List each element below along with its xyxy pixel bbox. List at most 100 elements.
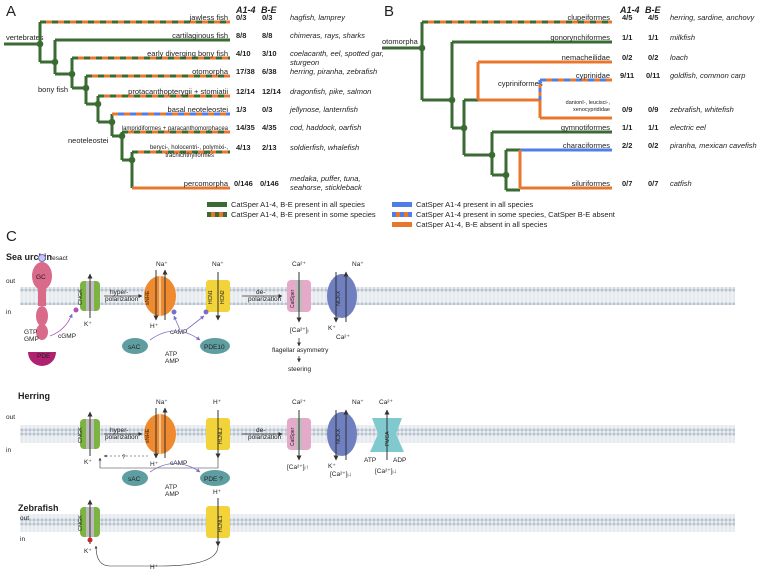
herring-amp: AMP: [165, 491, 179, 498]
zebrafish-hcnl1: HCNL1: [218, 515, 224, 532]
b-taxon: siluriformes: [572, 179, 611, 188]
zebrafish-h: H⁺: [213, 489, 222, 496]
b-taxon: nemacheilidae: [562, 53, 610, 62]
b-count-b: 0/2: [648, 141, 658, 150]
a-examples: medaka, puffer, tuna,: [290, 174, 360, 183]
urchin-gmp: GMP: [24, 336, 39, 343]
b-header-a14: A1-4: [619, 5, 640, 15]
resact-ligand: [38, 254, 46, 262]
urchin-ca: Ca²⁺: [292, 261, 306, 268]
b-taxon: gymnotiformes: [561, 123, 610, 132]
sac-enzyme: [122, 470, 148, 486]
b-count-a: 1/1: [622, 33, 632, 42]
b-count-b: 0/11: [646, 71, 660, 80]
zebrafish-cngk: CNGK: [78, 515, 84, 531]
urchin-flagellar: flagellar asymmetry: [272, 347, 329, 354]
a-examples: jellynose, lanternfish: [289, 105, 358, 114]
herring-ca: Ca²⁺: [292, 399, 306, 406]
herring-atp: ATP: [364, 457, 376, 464]
b-count-a: 0/2: [622, 53, 632, 62]
pde-enzyme: [28, 352, 56, 366]
membrane: [20, 514, 735, 532]
a-node-neo: neoteleostei: [68, 136, 109, 145]
b-examples: catfish: [670, 179, 692, 188]
b-examples: herring, sardine, anchovy: [670, 13, 755, 22]
b-examples: loach: [670, 53, 688, 62]
out-label: out: [6, 414, 15, 421]
herring-sac: sAC: [128, 476, 141, 483]
gc-label: GC: [36, 274, 46, 281]
urchin-hyper: hyper-: [110, 289, 128, 296]
legend-item: CatSper A1-4 present in some species, Ca…: [416, 210, 616, 219]
herring-nckx: NCKX: [336, 428, 342, 444]
a-examples-2: seahorse, stickleback: [290, 183, 363, 192]
herring-cngk: CNGK: [78, 427, 84, 443]
a-count-a: 1/3: [236, 105, 246, 114]
herring-cai-down2: [Ca²⁺]ᵢ↓: [375, 468, 397, 475]
membrane: [20, 287, 735, 305]
in-label: in: [20, 536, 25, 543]
nckx-exchanger: [327, 274, 357, 318]
a-taxon: lampridiformes + paracanthomorphacea: [122, 126, 229, 132]
herring-title: Herring: [18, 391, 50, 401]
urchin-hcn2: HCN2: [220, 290, 226, 304]
herring-atp2: ATP: [165, 484, 177, 491]
b-examples: piranha, mexican cavefish: [669, 141, 757, 150]
a-count-a: 12/14: [236, 87, 256, 96]
b-count-a: 2/2: [622, 141, 632, 150]
urchin-sac: sAC: [128, 344, 141, 351]
b-examples: milkfish: [670, 33, 695, 42]
zebrafish-k: K⁺: [84, 548, 92, 555]
b-count-b: 1/1: [648, 123, 658, 132]
urchin-k2: K⁺: [328, 325, 336, 332]
legend-item: CatSper A1-4, B-E present in some specie…: [231, 210, 376, 219]
urchin-hyper-pol: polarization: [105, 296, 139, 303]
herring-snhe: sNHE: [145, 428, 151, 443]
herring-hyper-pol: polarization: [105, 434, 139, 441]
herring-k2: K⁺: [328, 463, 336, 470]
panel-label-c: C: [6, 228, 17, 245]
panel-a-tree: A1-4 B-E vertebrates bony fish neotel: [4, 5, 277, 190]
b-examples: electric eel: [670, 123, 706, 132]
a-count-a: 0/146: [234, 179, 253, 188]
a-count-a: 8/8: [236, 31, 246, 40]
a-examples: hagfish, lamprey: [290, 13, 346, 22]
pde10-enzyme: [200, 338, 230, 354]
herring-na: Na⁺: [156, 399, 168, 406]
urchin-snhe: sNHE: [145, 290, 151, 305]
herring-na2: Na⁺: [352, 399, 364, 406]
b-node-cypr: cypriniformes: [498, 79, 543, 88]
panel-a-rows: jawless fish 0/3 0/3 hagfish, lamprey ca…: [122, 13, 384, 192]
a-count-b: 6/38: [262, 67, 277, 76]
legend-item: CatSper A1-4, B-E absent in all species: [416, 220, 548, 229]
a-header-be: B-E: [261, 5, 277, 15]
a-node-bony: bony fish: [38, 85, 68, 94]
urchin-h: H⁺: [150, 323, 159, 330]
a-examples: herring, piranha, zebrafish: [290, 67, 377, 76]
panel-b-rows: clupeiformes 4/5 4/5 herring, sardine, a…: [550, 13, 756, 188]
nckx-exchanger: [327, 412, 357, 456]
a-count-b: 0/146: [260, 179, 279, 188]
a-taxon: cartilaginous fish: [172, 31, 228, 40]
urchin-nckx: NCKX: [336, 290, 342, 306]
a-root-label: vertebrates: [6, 33, 44, 42]
b-count-b: 0/9: [648, 105, 658, 114]
b-examples: zebrafish, whitefish: [669, 105, 734, 114]
out-label: out: [6, 278, 15, 285]
a-taxon: beryci-, holocentri-, polymixi-,: [150, 145, 228, 151]
a-examples: dragonfish, pike, salmon: [290, 87, 371, 96]
b-count-a: 0/9: [622, 105, 632, 114]
urchin-atp: ATP: [165, 351, 177, 358]
herring-h: H⁺: [150, 461, 159, 468]
urchin-na2: Na⁺: [352, 261, 364, 268]
urchin-hcn1: HCN1: [208, 290, 214, 304]
b-header-be: B-E: [645, 5, 661, 15]
b-taxon: danionI-, leucisci-,: [566, 100, 611, 106]
urchin-amp: AMP: [165, 358, 179, 365]
zebrafish-title: Zebrafish: [18, 503, 59, 513]
a-count-b: 2/13: [262, 143, 277, 152]
a-taxon: early diverging bony fish: [147, 49, 228, 58]
b-taxon: gonorynchiformes: [550, 33, 610, 42]
b-examples: goldfish, common carp: [670, 71, 745, 80]
a-count-a: 14/35: [236, 123, 255, 132]
